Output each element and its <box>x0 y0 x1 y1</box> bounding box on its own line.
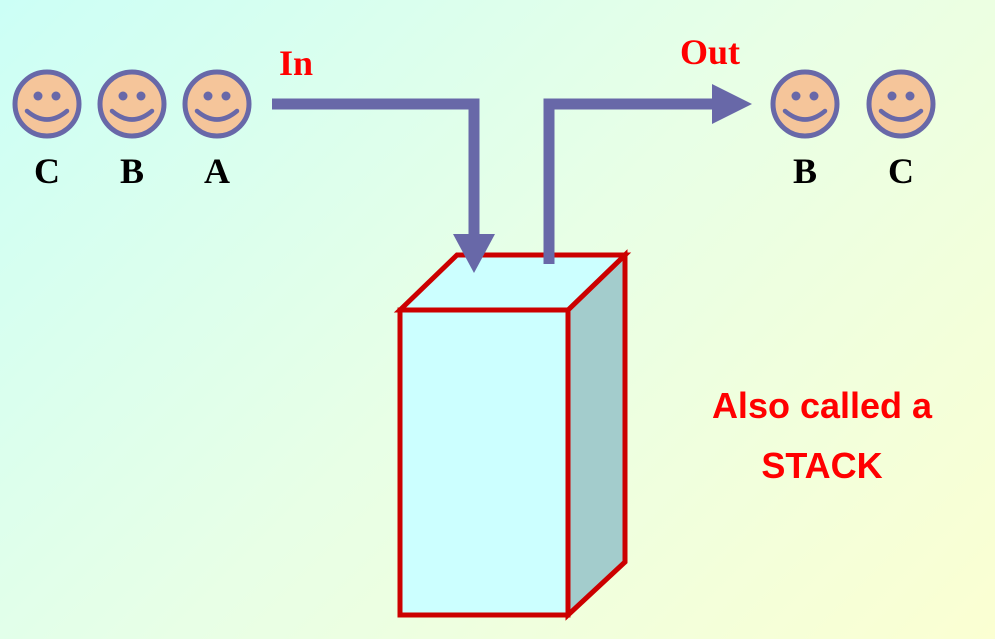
smiley-face-icon <box>100 72 164 136</box>
out-label: Out <box>680 32 741 72</box>
stack-box-side <box>565 249 628 621</box>
stack-note: Also called a STACK <box>657 376 987 496</box>
smiley-face-icon <box>869 72 933 136</box>
smiley-face-icon <box>15 72 79 136</box>
in-label: In <box>279 43 314 83</box>
in-arrow <box>272 98 495 273</box>
person-label: C <box>888 151 914 191</box>
person-label: A <box>204 151 230 191</box>
person-label: C <box>34 151 60 191</box>
smiley-face-icon <box>185 72 249 136</box>
person-label: B <box>792 151 817 191</box>
person-label: B <box>119 151 144 191</box>
out-arrow <box>543 84 752 264</box>
smiley-face-icon <box>773 72 837 136</box>
stack-note-line1: Also called a <box>711 385 933 426</box>
stack-note-line2: STACK <box>761 445 883 486</box>
stack-box-front <box>397 307 571 618</box>
